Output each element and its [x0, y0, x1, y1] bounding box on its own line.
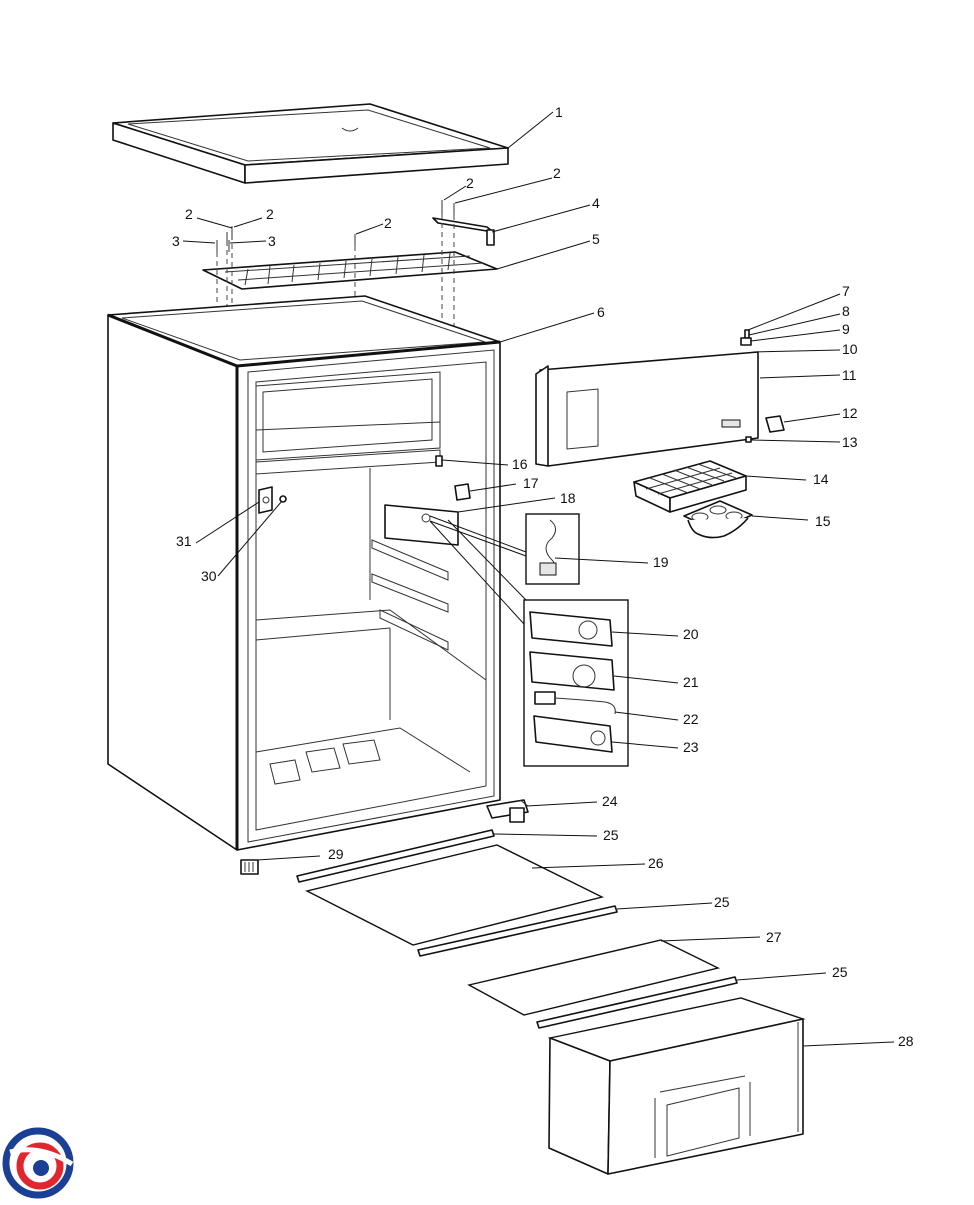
callout-9: 9: [842, 321, 850, 337]
callout-5: 5: [592, 231, 600, 247]
callout-2: 2: [553, 165, 561, 181]
callout-17: 17: [523, 475, 539, 491]
callout-2: 2: [384, 215, 392, 231]
callout-leaders: [182, 111, 895, 1047]
callout-10: 10: [842, 341, 858, 357]
refrigerator-cabinet: [107, 295, 501, 851]
lamp-holder-inset: [429, 513, 580, 585]
callout-28: 28: [898, 1033, 914, 1049]
freezer-door: [535, 329, 785, 467]
callout-21: 21: [683, 674, 699, 690]
callout-2: 2: [466, 175, 474, 191]
callout-25: 25: [603, 827, 619, 843]
callout-29: 29: [328, 846, 344, 862]
callout-27: 27: [766, 929, 782, 945]
egg-tray: [683, 500, 753, 539]
callout-labels: 1 2 2 2 2 2 3 3 4 5 6 7 8 9 10 11 12 13 …: [172, 104, 914, 1049]
callout-15: 15: [815, 513, 831, 529]
callout-1: 1: [555, 104, 563, 120]
callout-18: 18: [560, 490, 576, 506]
callout-16: 16: [512, 456, 528, 472]
internal-fittings: [384, 455, 471, 546]
top-mounting-frame: [202, 251, 498, 290]
callout-3: 3: [268, 233, 276, 249]
ice-cube-tray: [633, 460, 747, 513]
logo-inner-ring: [16, 1142, 64, 1190]
light-switch-box: [258, 486, 287, 514]
callout-3: 3: [172, 233, 180, 249]
adjustable-foot: [240, 859, 259, 875]
callout-8: 8: [842, 303, 850, 319]
callout-22: 22: [683, 711, 699, 727]
crisper-drawer: [547, 997, 806, 1175]
callout-13: 13: [842, 434, 858, 450]
top-hinge-strip: [432, 217, 495, 246]
thermostat-inset: [429, 519, 629, 767]
bottom-hinge: [486, 799, 529, 823]
screws: [216, 200, 455, 252]
callout-6: 6: [597, 304, 605, 320]
callout-14: 14: [813, 471, 829, 487]
callout-24: 24: [602, 793, 618, 809]
callout-11: 11: [842, 367, 857, 383]
callout-26: 26: [648, 855, 664, 871]
callout-7: 7: [842, 283, 850, 299]
callout-25: 25: [832, 964, 848, 980]
callout-2: 2: [185, 206, 193, 222]
logo-core: [33, 1160, 49, 1176]
callout-31: 31: [176, 533, 192, 549]
brand-logo: [2, 1127, 74, 1199]
worktop-top-cover: [112, 103, 509, 184]
callout-19: 19: [653, 554, 669, 570]
logo-swoosh: [9, 1147, 74, 1167]
callout-20: 20: [683, 626, 699, 642]
callout-2: 2: [266, 206, 274, 222]
callout-25: 25: [714, 894, 730, 910]
callout-23: 23: [683, 739, 699, 755]
callout-4: 4: [592, 195, 600, 211]
callout-12: 12: [842, 405, 858, 421]
callout-30: 30: [201, 568, 217, 584]
glass-shelves: [296, 829, 738, 1029]
